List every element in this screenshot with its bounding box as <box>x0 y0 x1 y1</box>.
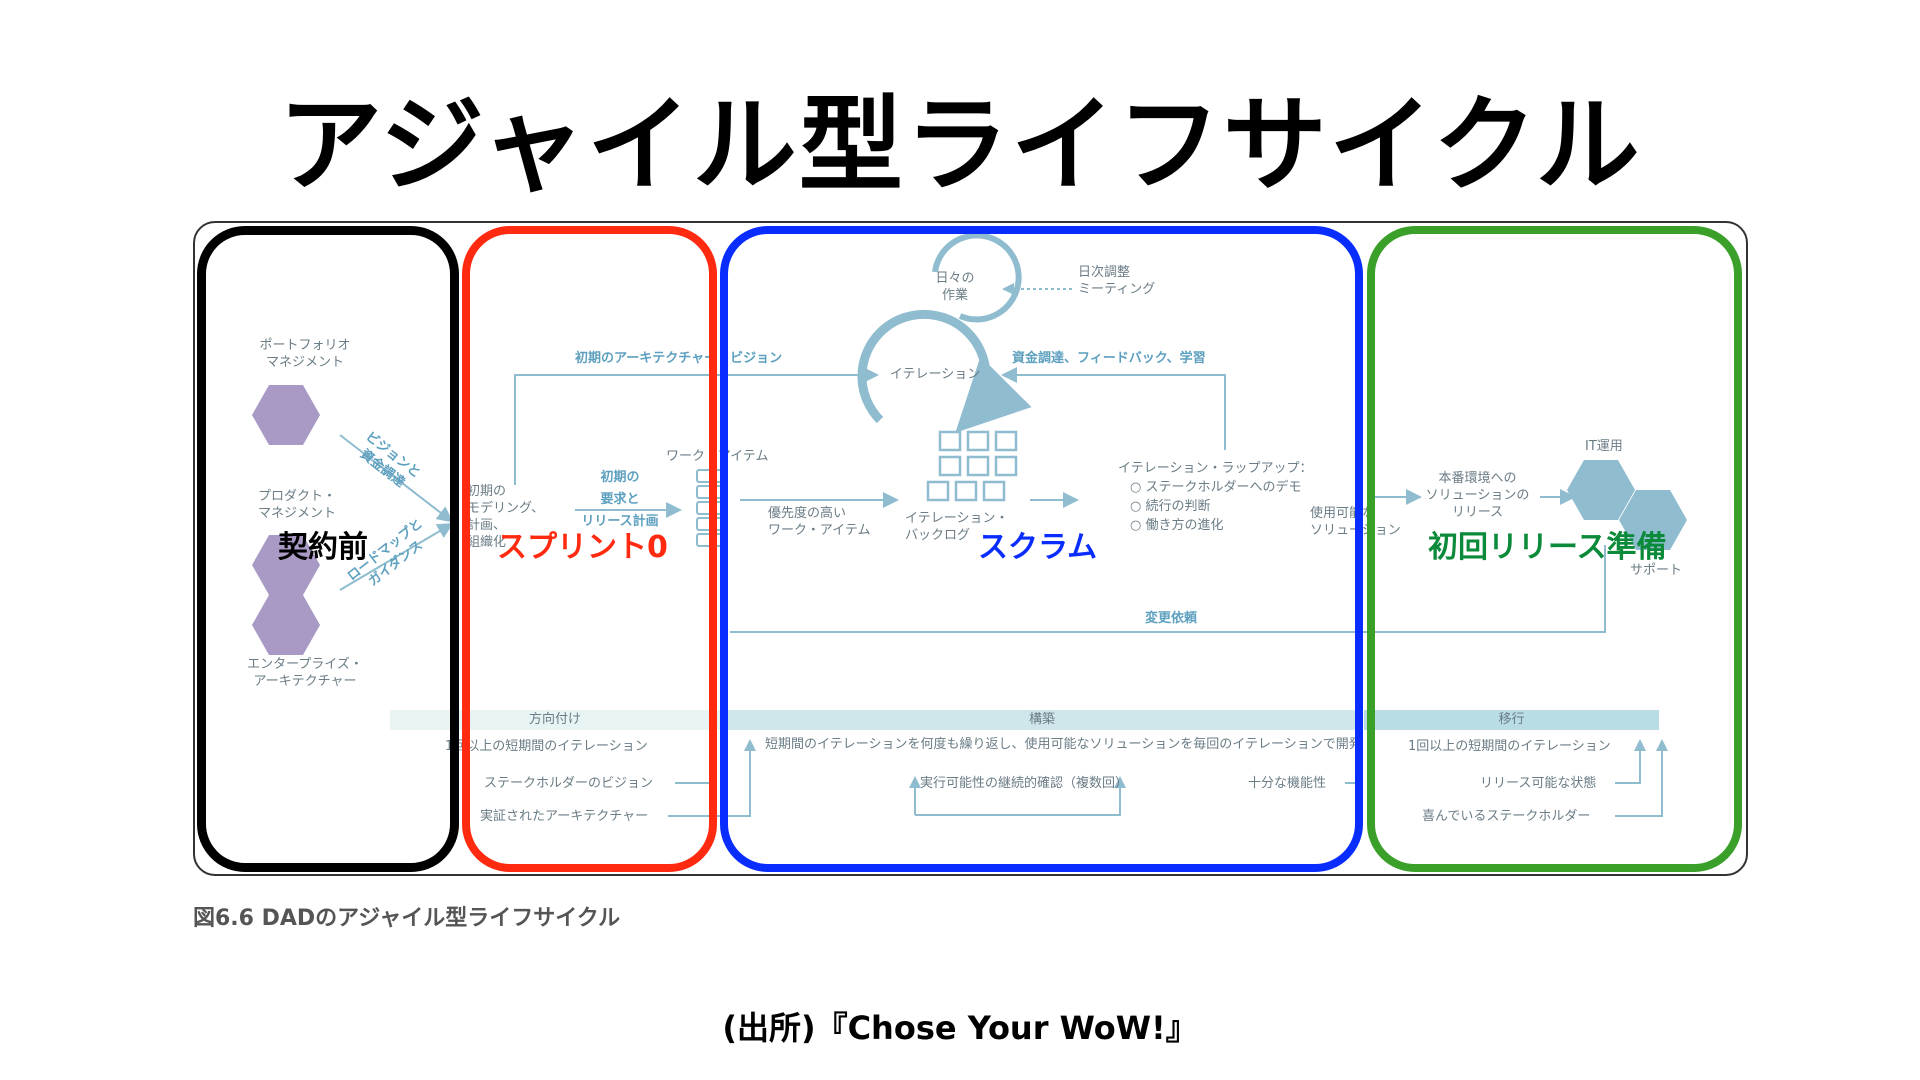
page-title: アジャイル型ライフサイクル <box>278 84 1642 206</box>
phase-pre-contract-label: 契約前 <box>278 530 368 565</box>
change-request-line <box>730 545 1606 633</box>
band-construction-label: 構築 <box>1028 712 1055 727</box>
daily-meeting-label: 日次調整 ミーティング <box>1078 265 1156 297</box>
phase-scrum-label: スクラム <box>978 530 1098 565</box>
band-construction <box>722 710 1362 730</box>
milestone-stakeholder-vision: ステークホルダーのビジョン <box>484 776 654 791</box>
daily-work-label: 日々の 作業 <box>935 271 975 303</box>
portfolio-hex <box>252 385 320 445</box>
milestone-sufficient-func: 十分な機能性 <box>1248 776 1327 791</box>
product-hex <box>252 535 320 595</box>
milestone-orient-iter: 1回以上の短期間のイテレーション <box>445 739 648 754</box>
iteration-cycle <box>857 309 1032 433</box>
work-items-label: ワーク・アイテム <box>666 449 769 464</box>
initial-modeling-label: 初期の モデリング、 計画、 組織化 <box>467 484 545 550</box>
arch-vision-arrow <box>514 367 879 485</box>
high-priority-label: 優先度の高い ワーク・アイテム <box>768 506 871 538</box>
portfolio-label: ポートフォリオ マネジメント <box>259 338 351 370</box>
daily-cycle <box>932 232 1022 323</box>
iteration-label: イテレーション <box>889 367 981 382</box>
milestone-delighted: 喜んでいるステークホルダー <box>1422 809 1591 824</box>
vision-funding-arrow <box>339 434 454 523</box>
iteration-backlog-squares <box>926 430 1018 502</box>
feedback-arrow <box>1001 367 1226 450</box>
iteration-backlog-label: イテレーション・ バックログ <box>905 511 1009 543</box>
funding-feedback-label: 資金調達、フィードバック、学習 <box>1012 351 1206 366</box>
milestone-construct-iter: 短期間のイテレーションを何度も繰り返し、使用可能なソリューションを毎回のイテレー… <box>765 737 1362 752</box>
milestone-releasable: リリース可能な状態 <box>1480 776 1597 791</box>
hexagons <box>252 385 1687 655</box>
milestone-proven-arch: 実証されたアーキテクチャー <box>480 809 649 824</box>
enterprise-hex <box>252 595 320 655</box>
figure-caption: 図6.6 DADのアジャイル型ライフサイクル <box>193 906 621 931</box>
phase-scrum-box <box>720 226 1363 872</box>
phase-sprint0-box <box>462 226 717 872</box>
change-request-label: 変更依頼 <box>1145 611 1198 626</box>
milestone-viability: 実行可能性の継続的確認（複数回） <box>920 776 1129 791</box>
it-ops-hex <box>1567 460 1635 520</box>
band-orientation-label: 方向付け <box>528 712 581 727</box>
roadmap-arrow <box>339 522 454 591</box>
band-transition-label: 移行 <box>1498 712 1525 727</box>
band-orientation <box>390 710 720 730</box>
source-note: (出所)『Chose Your WoW!』 <box>722 1009 1198 1047</box>
wrapup-item: ○ 働き方の進化 <box>1130 518 1224 533</box>
iteration-wrapup-label: イテレーション・ラップアップ： <box>1118 461 1313 476</box>
wrapup-item: ○ 続行の判断 <box>1130 499 1211 514</box>
arch-vision-label: 初期のアーキテクチャー・ビジョン <box>575 351 783 366</box>
enterprise-label: エンタープライズ・ アーキテクチャー <box>247 657 363 689</box>
support-hex <box>1619 490 1687 550</box>
product-label: プロダクト・ マネジメント <box>258 489 337 521</box>
initial-requirements-label: 初期の 要求と リリース計画 <box>581 470 659 529</box>
it-ops-label: IT運用 <box>1585 439 1623 454</box>
phase-first-release-label: 初回リリース準備 <box>1428 530 1667 565</box>
diagram-frame <box>193 221 1748 876</box>
release-label: 本番環境への ソリューションの リリース <box>1425 471 1530 520</box>
phase-first-release-box <box>1367 226 1742 872</box>
band-transition <box>1364 710 1659 730</box>
phase-pre-contract-box <box>197 226 459 872</box>
support-label: サポート <box>1630 563 1683 578</box>
phase-sprint0-label: スプリント0 <box>497 530 668 565</box>
milestone-transition-iter: 1回以上の短期間のイテレーション <box>1408 739 1611 754</box>
wrapup-item: ○ ステークホルダーへのデモ <box>1130 480 1302 495</box>
